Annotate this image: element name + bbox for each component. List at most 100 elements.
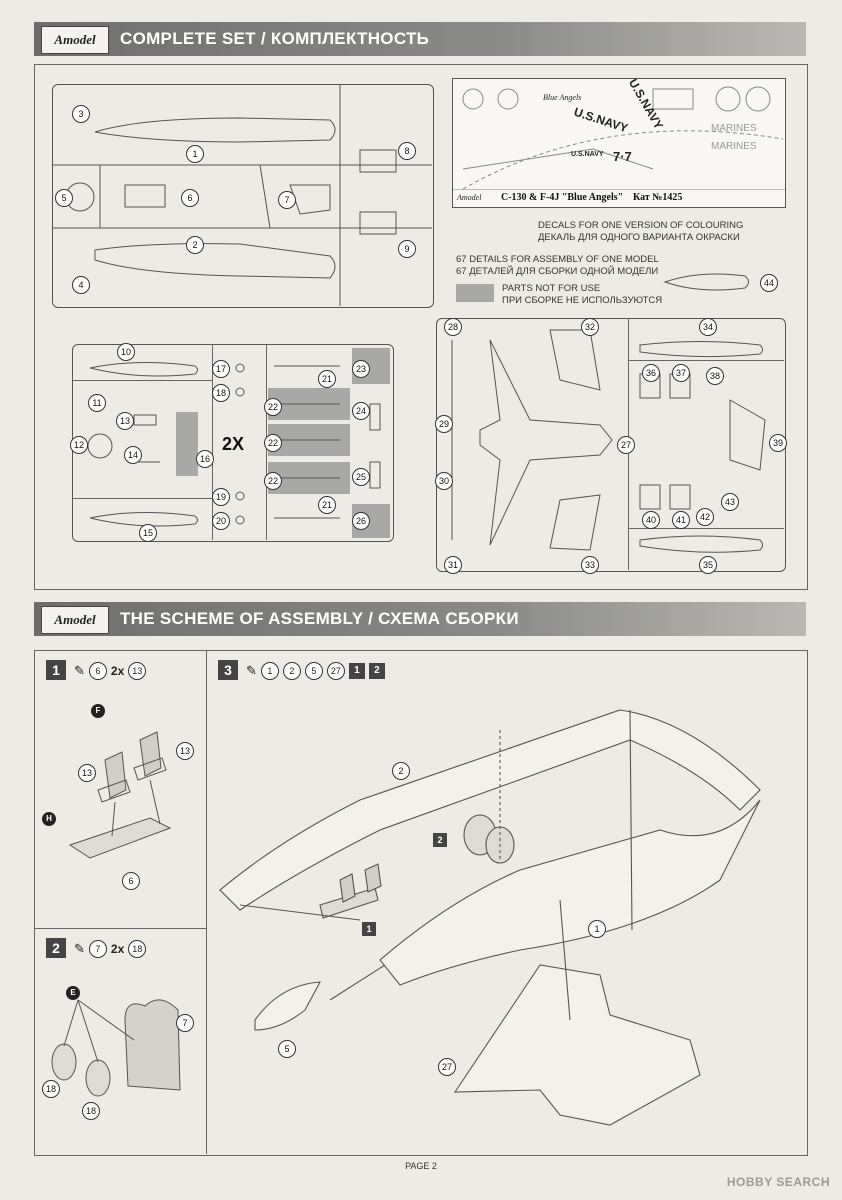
page-number: PAGE 2: [405, 1161, 437, 1171]
part-callout: 3: [72, 105, 90, 123]
part-callout: 12: [70, 436, 88, 454]
section-title: THE SCHEME OF ASSEMBLY / СХЕМА СБОРКИ: [120, 609, 519, 628]
decal-marines: MARINES: [711, 141, 757, 152]
part-callout: 21: [318, 370, 336, 388]
part-callout: 26: [352, 512, 370, 530]
section-header-complete-set: Amodel COMPLETE SET / КОМПЛЕКТНОСТЬ: [34, 22, 806, 56]
step-number: 1: [46, 660, 66, 680]
assembly-panel: [34, 650, 808, 1156]
part-callout: 33: [581, 556, 599, 574]
quantity-2x: 2X: [222, 434, 245, 454]
decal-number: 7·7: [613, 149, 632, 164]
part-callout: 34: [699, 318, 717, 336]
part-callout: 37: [672, 364, 690, 382]
part-callout: 18: [212, 384, 230, 402]
decal-note-ru: ДЕКАЛЬ ДЛЯ ОДНОГО ВАРИАНТА ОКРАСКИ: [538, 232, 740, 243]
amodel-logo: Amodel: [41, 606, 109, 634]
part-callout: 13: [116, 412, 134, 430]
part-callout: 11: [88, 394, 106, 412]
details-note-ru: 67 ДЕТАЛЕЙ ДЛЯ СБОРКИ ОДНОЙ МОДЕЛИ: [456, 266, 659, 277]
part-callout: 29: [435, 415, 453, 433]
part-callout: 27: [617, 436, 635, 454]
subassembly-tag: 2: [433, 833, 447, 847]
section-title: COMPLETE SET / КОМПЛЕКТНОСТЬ: [120, 29, 430, 48]
part-callout: 35: [699, 556, 717, 574]
part-callout: 28: [444, 318, 462, 336]
part-callout: 22: [264, 398, 282, 416]
step-number: 2: [46, 938, 66, 958]
decal-logo: Amodel: [457, 193, 482, 202]
part-callout: 41: [672, 511, 690, 529]
decal-note-en: DECALS FOR ONE VERSION OF COLOURING: [538, 220, 744, 231]
sprue-a-frame: [52, 84, 434, 308]
part-callout: 4: [72, 276, 90, 294]
part-callout: 22: [264, 434, 282, 452]
details-note-en: 67 DETAILS FOR ASSEMBLY OF ONE MODEL: [456, 254, 659, 265]
part-callout: 2: [186, 236, 204, 254]
part-callout: 38: [706, 367, 724, 385]
part-callout: 16: [196, 450, 214, 468]
part-callout: 44: [760, 274, 778, 292]
part-callout: 5: [55, 189, 73, 207]
decal-artwork: [462, 86, 784, 190]
glue-icon: ✎: [246, 663, 257, 678]
part-callout: 23: [352, 360, 370, 378]
part-callout: 39: [769, 434, 787, 452]
part-callout: 25: [352, 468, 370, 486]
not-used-swatch: [456, 284, 494, 302]
part-callout: 1: [588, 920, 606, 938]
part-callout: 30: [435, 472, 453, 490]
not-used-note-en: PARTS NOT FOR USE: [502, 283, 601, 294]
part-callout: 8: [398, 142, 416, 160]
paint-marker: H: [42, 812, 56, 826]
paint-marker: F: [91, 704, 105, 718]
part-callout: 17: [212, 360, 230, 378]
part-callout: 18: [82, 1102, 100, 1120]
part-callout: 19: [212, 488, 230, 506]
glue-icon: ✎: [74, 941, 85, 956]
decal-usnavy-small: U.S.NAVY: [571, 151, 604, 158]
part-callout: 36: [642, 364, 660, 382]
part-callout: 22: [264, 472, 282, 490]
part-callout: 18: [42, 1080, 60, 1098]
amodel-logo: Amodel: [41, 26, 109, 54]
decal-sheet: Blue Angels U.S.NAVY U.S.NAVY MARINES MA…: [452, 76, 786, 208]
part-callout: 6: [181, 189, 199, 207]
part-callout: 13: [176, 742, 194, 760]
subassembly-tag: 1: [362, 922, 376, 936]
part-callout: 7: [176, 1014, 194, 1032]
part-callout: 31: [444, 556, 462, 574]
decal-caption-title: C-130 & F-4J "Blue Angels": [501, 192, 624, 203]
not-used-note-ru: ПРИ СБОРКЕ НЕ ИСПОЛЬЗУЮТСЯ: [502, 295, 663, 306]
part-callout: 43: [721, 493, 739, 511]
part-callout: 42: [696, 508, 714, 526]
part-callout: 27: [438, 1058, 456, 1076]
part-callout: 14: [124, 446, 142, 464]
unused-part-16: [176, 412, 198, 476]
part-callout: 15: [139, 524, 157, 542]
part-callout: 5: [278, 1040, 296, 1058]
part-callout: 7: [278, 191, 296, 209]
part-callout: 1: [186, 145, 204, 163]
part-callout: 10: [117, 343, 135, 361]
part-callout: 9: [398, 240, 416, 258]
step-number: 3: [218, 660, 238, 680]
paint-marker: E: [66, 986, 80, 1000]
section-header-assembly: Amodel THE SCHEME OF ASSEMBLY / СХЕМА СБ…: [34, 602, 806, 636]
parts-panel: [34, 64, 808, 590]
part-callout: 6: [122, 872, 140, 890]
part-callout: 21: [318, 496, 336, 514]
decal-caption-cat: Кат №1425: [633, 192, 683, 203]
part-callout: 32: [581, 318, 599, 336]
part-callout: 24: [352, 402, 370, 420]
part-callout: 2: [392, 762, 410, 780]
watermark: HOBBY SEARCH: [726, 1175, 830, 1189]
glue-icon: ✎: [74, 663, 85, 678]
